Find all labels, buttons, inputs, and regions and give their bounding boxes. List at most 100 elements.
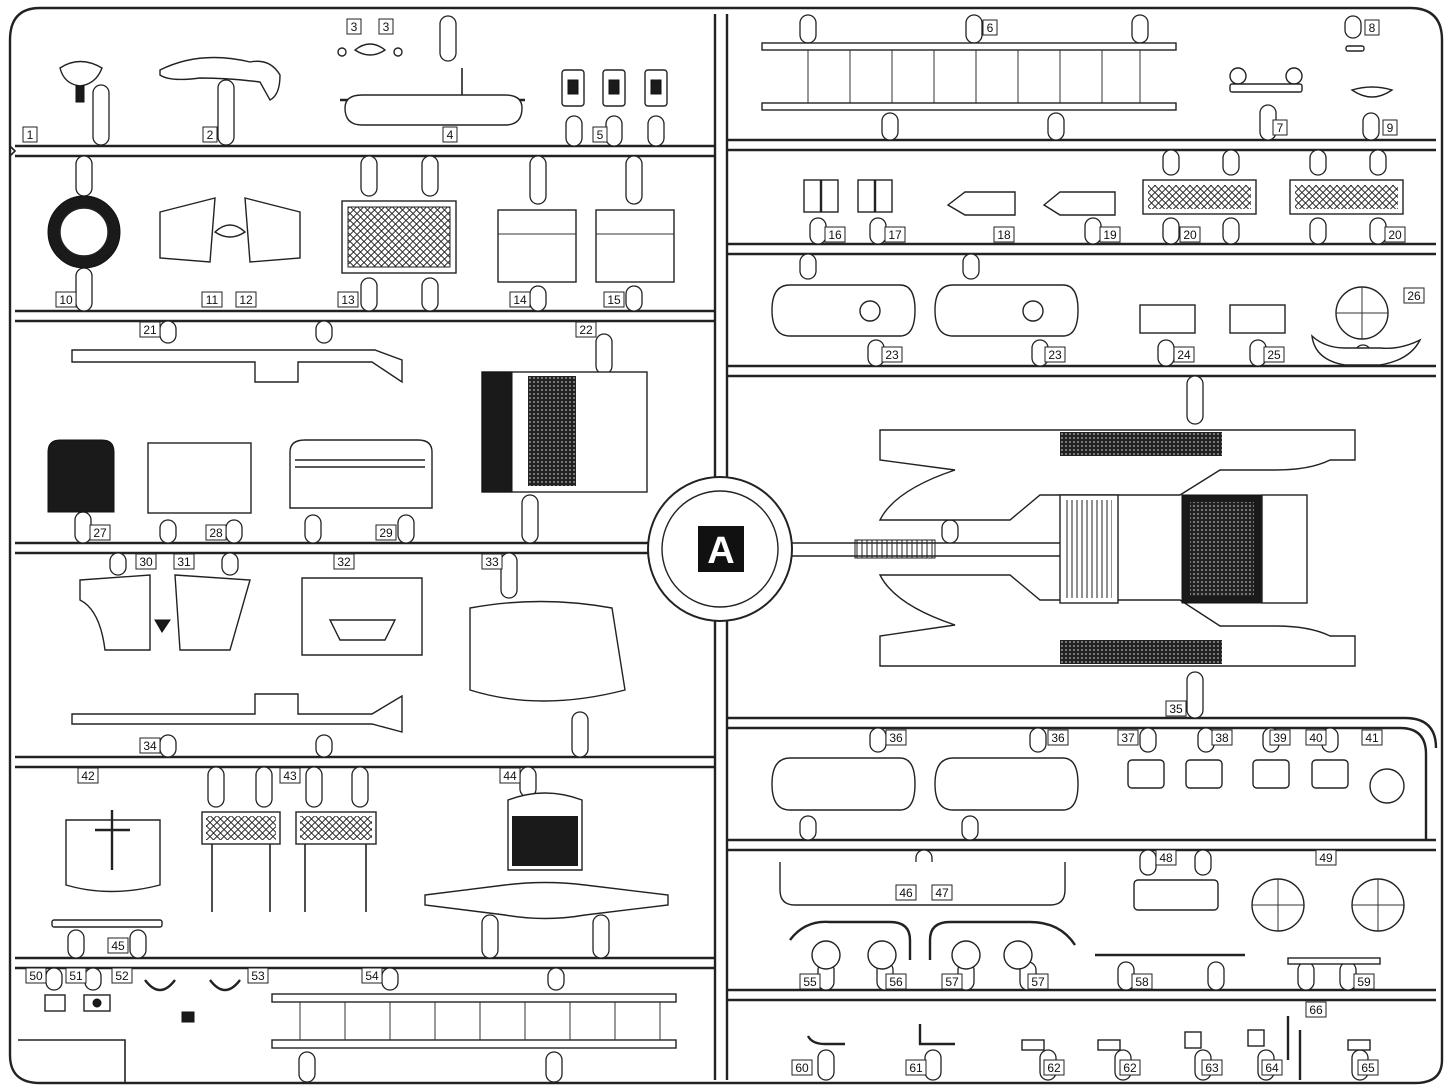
part-number: 50: [29, 969, 43, 983]
part-number: 23: [1048, 348, 1062, 362]
parts: [44, 42, 1422, 1080]
part-number: 18: [997, 228, 1011, 242]
part-label-box: [111, 967, 133, 984]
part-label: 30: [135, 553, 157, 570]
part-number: 28: [209, 526, 223, 540]
part-number: 6: [987, 21, 994, 35]
part-label: 40: [1305, 729, 1327, 746]
part-number: 61: [909, 1061, 923, 1075]
part-label: 3: [346, 18, 362, 35]
part-label-box: [375, 524, 397, 541]
part-label: 52: [111, 967, 133, 984]
part-number: 10: [59, 293, 73, 307]
part-label-box: [1261, 1059, 1283, 1076]
part-label-box: [1272, 119, 1288, 136]
part-label: 20: [1179, 226, 1201, 243]
part-number: 56: [889, 975, 903, 989]
part-label-box: [1165, 700, 1187, 717]
part-label-box: [1047, 729, 1069, 746]
part-number: 52: [115, 969, 129, 983]
part-label: 43: [279, 767, 301, 784]
part-number: 58: [1135, 975, 1149, 989]
part-label-box: [1263, 346, 1285, 363]
part-label: 26: [1403, 287, 1425, 304]
part-label: 33: [481, 553, 503, 570]
part-label: 24: [1173, 346, 1195, 363]
part-number: 66: [1309, 1003, 1323, 1017]
part-number: 47: [935, 886, 949, 900]
part-number: 7: [1277, 121, 1284, 135]
part-label-box: [139, 321, 161, 338]
part-label-box: [1043, 1059, 1065, 1076]
part-number: 44: [503, 769, 517, 783]
part-number: 32: [337, 555, 351, 569]
part-label-box: [884, 226, 906, 243]
part-label-box: [361, 967, 383, 984]
part-number: 51: [69, 969, 83, 983]
part-label-box: [1027, 973, 1049, 990]
part-label: 57: [941, 973, 963, 990]
part-label-box: [799, 973, 821, 990]
part-label-box: [575, 321, 597, 338]
part-number: 8: [1369, 21, 1376, 35]
part-number: 54: [365, 969, 379, 983]
part-label-box: [337, 291, 359, 308]
part-label: 62: [1043, 1059, 1065, 1076]
part-label-box: [1211, 729, 1233, 746]
part-label-box: [378, 18, 394, 35]
part-label: 32: [333, 553, 355, 570]
part-label: 36: [885, 729, 907, 746]
part-label-box: [65, 967, 87, 984]
part-number: 20: [1183, 228, 1197, 242]
part-number: 5: [597, 128, 604, 142]
part-number: 57: [945, 975, 959, 989]
part-label: 53: [247, 967, 269, 984]
part-label-box: [201, 291, 223, 308]
part-number: 40: [1309, 731, 1323, 745]
part-number: 57: [1031, 975, 1045, 989]
part-label: 5: [592, 126, 608, 143]
part-label: 47: [931, 884, 953, 901]
part-number: 14: [513, 293, 527, 307]
part-label: 18: [993, 226, 1015, 243]
part-number: 65: [1361, 1061, 1375, 1075]
part-label-box: [885, 973, 907, 990]
part-label-box: [885, 729, 907, 746]
part-number: 29: [379, 526, 393, 540]
part-number: 64: [1265, 1061, 1279, 1075]
part-label-box: [1117, 729, 1139, 746]
part-number: 22: [579, 323, 593, 337]
part-number: 15: [607, 293, 621, 307]
part-label: 62: [1119, 1059, 1141, 1076]
part-label-box: [791, 1059, 813, 1076]
part-number: 43: [283, 769, 297, 783]
part-label-box: [1269, 729, 1291, 746]
part-label-box: [442, 126, 458, 143]
part-label: 22: [575, 321, 597, 338]
part-label-box: [993, 226, 1015, 243]
part-label: 46: [895, 884, 917, 901]
part-label-box: [1131, 973, 1153, 990]
part-number: 33: [485, 555, 499, 569]
gates: [45, 14, 1387, 1083]
part-number: 62: [1123, 1061, 1137, 1075]
part-label: 57: [1027, 973, 1049, 990]
part-label: 51: [65, 967, 87, 984]
part-label: 45: [107, 937, 129, 954]
part-label: 65: [1357, 1059, 1379, 1076]
part-label-box: [1155, 849, 1177, 866]
part-label: 34: [139, 737, 161, 754]
part-label-box: [1384, 226, 1406, 243]
part-label-box: [1364, 19, 1380, 36]
part-label: 16: [824, 226, 846, 243]
part-label: 39: [1269, 729, 1291, 746]
part-number: 46: [899, 886, 913, 900]
part-number: 17: [888, 228, 902, 242]
part-number: 63: [1205, 1061, 1219, 1075]
part-label: 56: [885, 973, 907, 990]
part-label: 35: [1165, 700, 1187, 717]
part-label-box: [107, 937, 129, 954]
part-label-box: [1173, 346, 1195, 363]
part-label: 60: [791, 1059, 813, 1076]
part-label-box: [1353, 973, 1375, 990]
